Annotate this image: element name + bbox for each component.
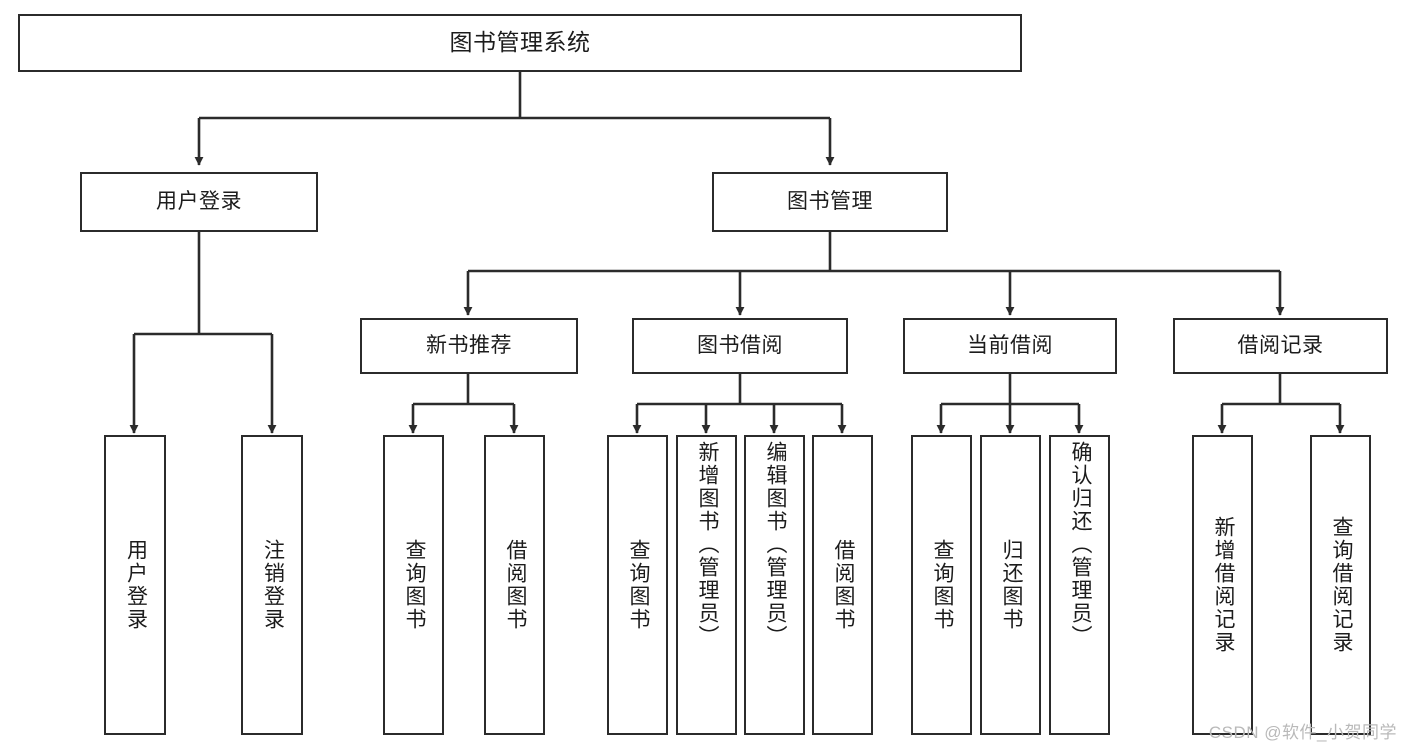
node-label-leaf-query-book-1: 查询图书 xyxy=(402,539,426,631)
node-leaf-logout-login[interactable]: 注销登录 xyxy=(241,435,303,735)
node-book-borrow[interactable]: 图书借阅 xyxy=(632,318,848,374)
node-leaf-return-book[interactable]: 归还图书 xyxy=(980,435,1041,735)
node-label-user-login: 用户登录 xyxy=(156,190,242,214)
edge-group-root xyxy=(194,72,835,166)
edge-group-book-borrow xyxy=(632,374,847,434)
node-label-leaf-borrow-book-1: 借阅图书 xyxy=(503,539,527,631)
node-leaf-add-record[interactable]: 新增借阅记录 xyxy=(1192,435,1253,735)
node-borrow-record[interactable]: 借阅记录 xyxy=(1173,318,1388,374)
node-label-current-borrow: 当前借阅 xyxy=(967,334,1053,358)
edge-group-book-management xyxy=(463,232,1285,316)
node-leaf-user-login[interactable]: 用户登录 xyxy=(104,435,166,735)
node-label-leaf-borrow-book-2: 借阅图书 xyxy=(831,539,855,631)
node-label-leaf-query-book-3: 查询图书 xyxy=(930,539,954,631)
node-book-management[interactable]: 图书管理 xyxy=(712,172,948,232)
node-label-leaf-confirm-return: 确认归还（管理员） xyxy=(1068,441,1092,648)
node-leaf-query-record[interactable]: 查询借阅记录 xyxy=(1310,435,1371,735)
node-label-book-borrow: 图书借阅 xyxy=(697,334,783,358)
node-new-book-recommend[interactable]: 新书推荐 xyxy=(360,318,578,374)
node-leaf-borrow-book-2[interactable]: 借阅图书 xyxy=(812,435,873,735)
node-label-leaf-logout-login: 注销登录 xyxy=(261,539,285,631)
node-label-new-book-recommend: 新书推荐 xyxy=(426,334,512,358)
node-leaf-query-book-2[interactable]: 查询图书 xyxy=(607,435,668,735)
node-current-borrow[interactable]: 当前借阅 xyxy=(903,318,1117,374)
node-leaf-query-book-1[interactable]: 查询图书 xyxy=(383,435,444,735)
node-root-system[interactable]: 图书管理系统 xyxy=(18,14,1022,72)
node-label-borrow-record: 借阅记录 xyxy=(1237,334,1324,358)
node-label-leaf-edit-book: 编辑图书（管理员） xyxy=(763,441,787,648)
node-label-leaf-user-login: 用户登录 xyxy=(124,539,148,631)
edge-group-user-login xyxy=(129,232,277,434)
node-label-leaf-query-record: 查询借阅记录 xyxy=(1329,516,1353,654)
node-leaf-borrow-book-1[interactable]: 借阅图书 xyxy=(484,435,545,735)
edge-group-new-book-recommend xyxy=(408,374,519,434)
node-label-leaf-add-record: 新增借阅记录 xyxy=(1211,516,1235,654)
edge-group-borrow-record xyxy=(1217,374,1345,434)
node-label-leaf-query-book-2: 查询图书 xyxy=(626,539,650,631)
node-leaf-confirm-return[interactable]: 确认归还（管理员） xyxy=(1049,435,1110,735)
node-leaf-query-book-3[interactable]: 查询图书 xyxy=(911,435,972,735)
node-label-book-management: 图书管理 xyxy=(787,190,873,214)
edge-group-current-borrow xyxy=(936,374,1084,434)
node-label-leaf-return-book: 归还图书 xyxy=(999,539,1023,631)
node-user-login[interactable]: 用户登录 xyxy=(80,172,318,232)
node-label-leaf-add-book: 新增图书（管理员） xyxy=(695,441,719,648)
node-leaf-edit-book[interactable]: 编辑图书（管理员） xyxy=(744,435,805,735)
node-leaf-add-book[interactable]: 新增图书（管理员） xyxy=(676,435,737,735)
watermark-text: CSDN @软件_小贺同学 xyxy=(1208,723,1397,742)
node-label-root: 图书管理系统 xyxy=(449,29,591,56)
